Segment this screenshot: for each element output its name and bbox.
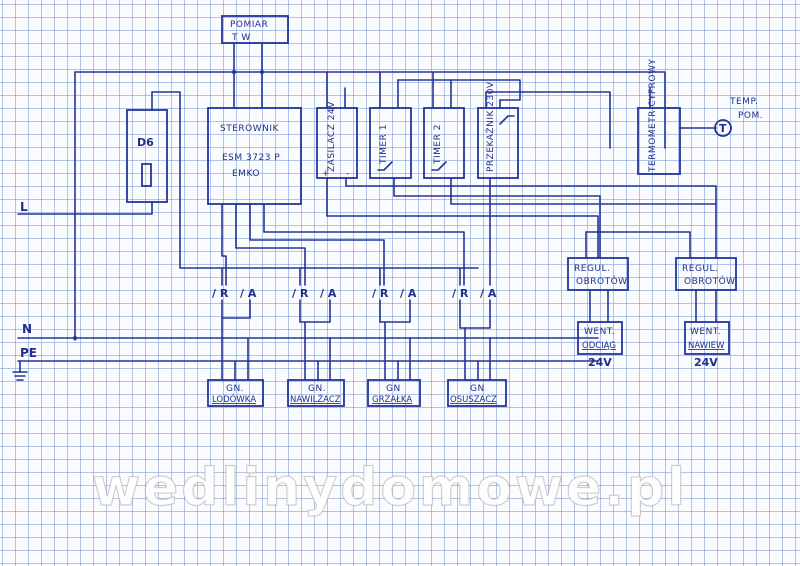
rail-l-wire xyxy=(17,201,153,215)
socket-nawilzacz-box xyxy=(287,379,345,407)
controller-out-1 xyxy=(221,203,227,286)
watermark: wedlinydomowe.pl xyxy=(92,458,688,518)
timer1-out xyxy=(393,177,601,197)
breaker-feed-wire xyxy=(151,91,479,269)
breaker-d6-label: D6 xyxy=(137,136,154,149)
relay-1-a-label: / A xyxy=(240,287,257,300)
switch-contact-icon xyxy=(499,115,515,125)
socket-lodowka-gn: GN. xyxy=(226,384,244,394)
relay-4-r-label: / R xyxy=(452,287,469,300)
relay-4-out xyxy=(459,299,491,329)
socket-nawilzacz-gn: GN. xyxy=(308,384,326,394)
timer1-box xyxy=(369,107,412,179)
power-supply-plus-out xyxy=(326,177,599,259)
temperature-sensor-icon xyxy=(714,119,732,137)
power-supply-box xyxy=(316,107,358,179)
controller-model: ESM 3723 P xyxy=(222,153,280,163)
thermometer-label: TERMOMETR CYFROWY xyxy=(648,59,658,173)
regulator-2-box xyxy=(675,257,737,291)
fan-nawiew-box xyxy=(684,321,730,355)
breaker-d6-box xyxy=(126,109,168,203)
switch-box xyxy=(477,107,519,179)
temperature-sensor-symbol: T xyxy=(719,122,727,135)
temperature-sensor-label-1: TEMP. xyxy=(729,97,758,107)
regulator-1-box xyxy=(567,257,629,291)
timer1-contact-icon xyxy=(377,161,393,171)
controller-box xyxy=(207,107,302,205)
relay-2-a-label: / A xyxy=(320,287,337,300)
fan-odciag-label-1: WENT. xyxy=(584,327,615,337)
timer2-label: TIMER 2 xyxy=(433,124,443,165)
switch-label: PRZEKAŹNIK 230V xyxy=(484,81,496,172)
socket-lodowka-box xyxy=(207,379,264,407)
rail-n-label: N xyxy=(22,322,32,336)
socket-osuszacz-label: OSUSZACZ xyxy=(450,395,497,405)
controller-out-3 xyxy=(249,203,385,286)
controller-out-4 xyxy=(263,203,465,286)
rail-l-label: L xyxy=(20,200,28,214)
fan-odciag-voltage: 24V xyxy=(588,356,612,369)
regulator-1-label-2: OBROTÓW xyxy=(576,275,628,287)
top-bus xyxy=(74,71,666,149)
socket-osuszacz-gn: GN xyxy=(470,384,485,394)
switch-feed-wire xyxy=(485,91,611,149)
breaker-d6-lever xyxy=(141,163,152,187)
relay-2-r-label: / R xyxy=(292,287,309,300)
relay-3-out xyxy=(379,299,411,323)
rail-pe-label: PE xyxy=(20,346,37,360)
controller-out-2 xyxy=(235,203,306,286)
power-supply-minus-out xyxy=(345,177,717,259)
timer2-box xyxy=(423,107,465,179)
socket-lodowka-label: LODÓWKA xyxy=(212,393,256,405)
relay-3-r-label: / R xyxy=(372,287,389,300)
power-supply-minus: - xyxy=(346,169,350,179)
temperature-sensor-label-2: POM. xyxy=(738,111,763,121)
power-supply-plus: + xyxy=(322,169,330,179)
relay-1-r-label: / R xyxy=(212,287,229,300)
socket-grzalka-box xyxy=(367,379,421,407)
fan-odciag-label-2: ODCIĄG xyxy=(582,341,616,351)
ground-icon xyxy=(12,360,28,381)
pomiar-label: POMIAR xyxy=(230,20,268,30)
fan-nawiew-label-2: NAWIEW xyxy=(688,341,725,351)
switch-link-wire xyxy=(397,79,521,101)
power-supply-label: ZASILACZ 24V xyxy=(327,101,337,172)
regulator-2-label-2: OBROTÓW xyxy=(684,275,736,287)
socket-osuszacz-box xyxy=(447,379,507,407)
relay-2-out xyxy=(299,299,331,323)
thermometer-box xyxy=(637,107,681,175)
fan-odciag-box xyxy=(577,321,623,355)
relay-1-out xyxy=(221,299,251,319)
socket-grzalka-gn: GN xyxy=(386,384,401,394)
relay-4-a-label: / A xyxy=(480,287,497,300)
socket-grzalka-label: GRZAŁKA xyxy=(372,395,412,405)
pomiar-box xyxy=(221,15,289,44)
controller-title: STEROWNIK xyxy=(220,124,280,134)
socket-nawilzacz-label: NAWILŻACZ xyxy=(290,394,341,405)
regulator-2-label-1: REGUL. xyxy=(682,264,718,274)
regulator-1-label-1: REGUL. xyxy=(574,264,610,274)
timer2-contact-icon xyxy=(431,161,447,171)
relay-3-a-label: / A xyxy=(400,287,417,300)
junction-dot xyxy=(73,336,77,340)
controller-brand: EMKO xyxy=(232,169,260,179)
fan-nawiew-voltage: 24V xyxy=(694,356,718,369)
pomiar-tw-label: T W xyxy=(231,33,251,43)
timer1-label: TIMER 1 xyxy=(379,124,389,165)
fan-nawiew-label-1: WENT. xyxy=(690,327,721,337)
timer2-out xyxy=(450,177,717,205)
